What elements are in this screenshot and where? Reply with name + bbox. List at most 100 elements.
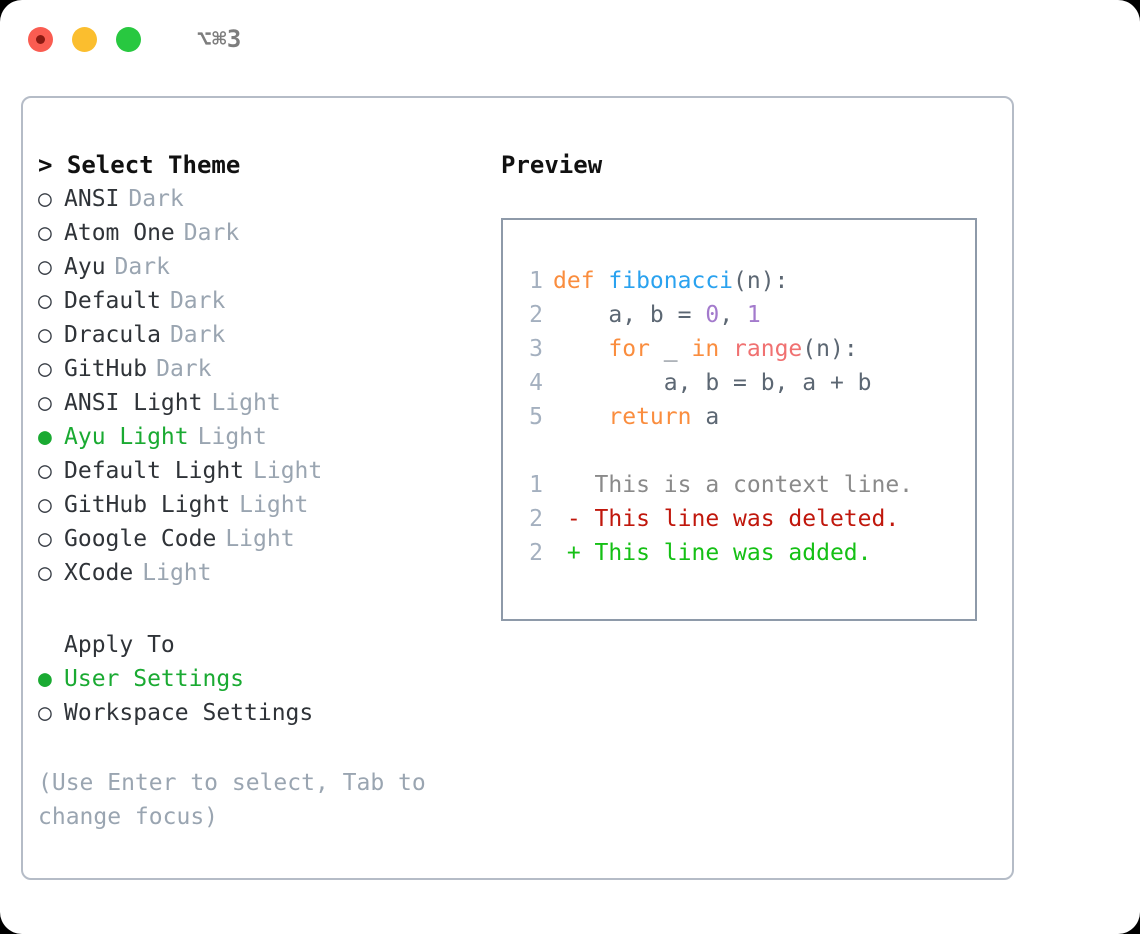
theme-option[interactable]: ○ Default Dark [38, 284, 488, 318]
diff-sample: 1 This is a context line.2 - This line w… [521, 468, 975, 570]
theme-option[interactable]: ○ Atom One Dark [38, 216, 488, 250]
radio-unselected-icon[interactable]: ○ [38, 390, 52, 416]
theme-option-label: Dracula [64, 322, 161, 348]
theme-option-label: Default Light [64, 458, 245, 484]
diff-line-text: - This line was deleted. [553, 506, 900, 532]
theme-option[interactable]: ○ GitHub Dark [38, 352, 488, 386]
window-controls [28, 26, 141, 52]
theme-option-kind: Dark [183, 220, 240, 246]
radio-unselected-icon[interactable]: ○ [38, 560, 52, 586]
code-line: 2 a, b = 0, 1 [521, 298, 975, 332]
code-token: _ [649, 336, 692, 362]
apply-to-spacer [38, 628, 64, 662]
preview-heading: Preview [501, 151, 603, 179]
theme-option-kind: Light [253, 458, 323, 484]
theme-option-kind: Dark [128, 186, 184, 212]
theme-option-kind: Dark [169, 322, 226, 348]
theme-option[interactable]: ○ Dracula Dark [38, 318, 488, 352]
code-line-number: 4 [529, 370, 543, 396]
apply-to-option-label: Workspace Settings [64, 700, 314, 726]
code-token: a [691, 404, 720, 430]
theme-option-label: Ayu Light [64, 424, 189, 450]
theme-option-label: GitHub [64, 356, 148, 382]
theme-option-label: XCode [64, 560, 134, 586]
keyboard-hint: (Use Enter to select, Tab to change focu… [38, 770, 426, 830]
apply-to-heading: Apply To [64, 632, 175, 658]
keyboard-shortcut-label: ⌥⌘3 [197, 25, 242, 53]
code-token [553, 336, 608, 362]
radio-unselected-icon[interactable]: ○ [38, 458, 52, 484]
select-theme-heading: > Select Theme [38, 151, 241, 179]
radio-unselected-icon[interactable]: ○ [38, 186, 52, 212]
theme-option-kind: Light [239, 492, 309, 518]
code-token: range [733, 336, 803, 362]
radio-unselected-icon[interactable]: ○ [38, 700, 52, 726]
code-token: a, b = [553, 302, 706, 328]
code-token: (n): [733, 268, 789, 294]
apply-to-option[interactable]: ●User Settings [38, 662, 488, 696]
code-line-number: 3 [529, 336, 543, 362]
theme-option-label: GitHub Light [64, 492, 231, 518]
diff-line: 2 - This line was deleted. [521, 502, 975, 536]
code-line-number: 1 [529, 268, 543, 294]
code-token: 0 [705, 302, 720, 328]
diff-line: 1 This is a context line. [521, 468, 975, 502]
close-icon[interactable] [28, 26, 53, 52]
code-token [553, 404, 608, 430]
code-token: for [608, 336, 650, 362]
title-bar: ⌥⌘3 [0, 0, 1140, 78]
code-token: in [691, 336, 720, 362]
theme-option[interactable]: ○ Default Light Light [38, 454, 488, 488]
code-token: (n): [802, 336, 858, 362]
code-line: 5 return a [521, 400, 975, 434]
radio-unselected-icon[interactable]: ○ [38, 220, 52, 246]
theme-option-label: Atom One [64, 220, 175, 246]
theme-option-kind: Dark [114, 254, 170, 280]
code-token: , [719, 302, 747, 328]
apply-to-option[interactable]: ○ Workspace Settings [38, 696, 488, 730]
maximize-icon[interactable] [116, 26, 141, 52]
code-line-number: 2 [529, 302, 543, 328]
radio-unselected-icon[interactable]: ○ [38, 492, 52, 518]
code-line-number: 5 [529, 404, 543, 430]
radio-selected-icon[interactable]: ● [38, 424, 52, 450]
diff-line-text: + This line was added. [553, 540, 872, 566]
code-line: 1 def fibonacci(n): [521, 264, 975, 298]
radio-unselected-icon[interactable]: ○ [38, 288, 52, 314]
code-token: fibonacci [608, 268, 734, 294]
code-token: return [608, 404, 692, 430]
theme-option[interactable]: ○ GitHub Light Light [38, 488, 488, 522]
theme-option-kind: Light [211, 390, 281, 416]
diff-line: 2 + This line was added. [521, 536, 975, 570]
theme-option-label: Default [64, 288, 161, 314]
theme-option-kind: Dark [169, 288, 226, 314]
theme-option[interactable]: ○ Ayu Dark [38, 250, 488, 284]
preview-spacer [521, 434, 975, 468]
theme-option-kind: Dark [156, 356, 212, 382]
diff-line-text: This is a context line. [553, 472, 914, 498]
minimize-icon[interactable] [72, 26, 97, 52]
code-token: 1 [746, 302, 761, 328]
radio-unselected-icon[interactable]: ○ [38, 526, 52, 552]
diff-line-number: 1 [529, 472, 543, 498]
radio-unselected-icon[interactable]: ○ [38, 322, 52, 348]
apply-to-list: ●User Settings ○ Workspace Settings [38, 662, 488, 730]
radio-unselected-icon[interactable]: ○ [38, 254, 52, 280]
radio-unselected-icon[interactable]: ○ [38, 356, 52, 382]
code-token: a, b = b, a + b [553, 370, 872, 396]
apply-to-heading-row: Apply To [38, 628, 488, 662]
code-token: def [553, 268, 609, 294]
radio-selected-icon[interactable]: ● [38, 666, 52, 692]
theme-option-label: Ayu [64, 254, 106, 280]
diff-line-number: 2 [529, 506, 543, 532]
